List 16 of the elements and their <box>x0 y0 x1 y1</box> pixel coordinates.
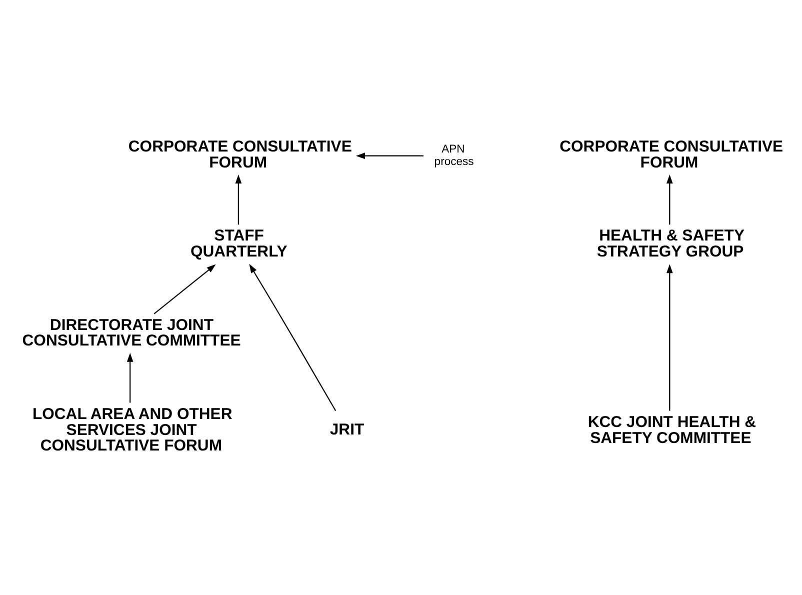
arrow <box>249 264 336 412</box>
arrow <box>126 352 134 403</box>
arrow <box>666 174 673 225</box>
node-text: JRIT <box>330 421 364 438</box>
node-text: LOCAL AREA AND OTHER SERVICES JOINT CONSULTATIVE FORUM <box>32 406 232 455</box>
node-text: KCC JOINT HEALTH & SAFETY COMMITTEE <box>588 414 756 447</box>
node-text: CORPORATE CONSULTATIVE FORUM <box>128 138 352 172</box>
node-text: DIRECTORATE JOINT CONSULTATIVE COMMITTEE <box>22 316 241 350</box>
arrow <box>154 264 216 314</box>
node-text: STAFF QUARTERLY <box>190 228 288 261</box>
node-text: APN process <box>434 143 474 168</box>
node-text: CORPORATE CONSULTATIVE FORUM <box>560 138 784 172</box>
arrow <box>235 174 242 225</box>
arrow <box>356 152 424 159</box>
arrow <box>666 264 673 411</box>
node-text: HEALTH & SAFETY STRATEGY GROUP <box>596 228 744 261</box>
